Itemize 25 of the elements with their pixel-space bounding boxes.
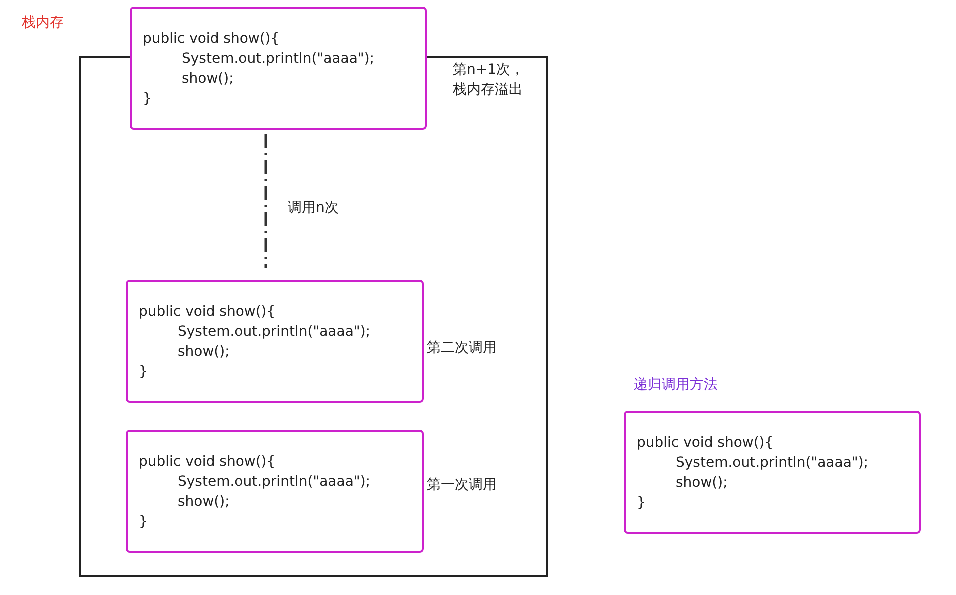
code-box <box>126 280 424 403</box>
code-line: } <box>139 513 149 532</box>
code-line: System.out.println("aaaa"); <box>177 473 372 492</box>
code-box <box>130 7 427 130</box>
code-line: public void show(){ <box>139 453 277 472</box>
code-line: } <box>637 494 647 513</box>
code-line: show(); <box>177 493 231 512</box>
annotation-text: 第一次调用 <box>427 476 498 495</box>
code-line: show(); <box>675 474 729 493</box>
code-line: public void show(){ <box>139 303 277 322</box>
section-heading: 递归调用方法 <box>634 376 718 394</box>
code-line: System.out.println("aaaa"); <box>181 50 376 69</box>
code-line: show(); <box>177 343 231 362</box>
annotation-text: 第n+1次，栈内存溢出 <box>453 61 526 100</box>
section-heading: 栈内存 <box>22 14 64 32</box>
code-box <box>126 430 424 553</box>
dash-dot-line <box>264 134 268 268</box>
code-line: show(); <box>181 70 235 89</box>
code-line: } <box>143 90 153 109</box>
code-line: System.out.println("aaaa"); <box>675 454 870 473</box>
code-line: System.out.println("aaaa"); <box>177 323 372 342</box>
code-line: public void show(){ <box>143 30 281 49</box>
annotation-text: 第二次调用 <box>427 339 498 358</box>
code-line: public void show(){ <box>637 434 775 453</box>
code-line: } <box>139 363 149 382</box>
